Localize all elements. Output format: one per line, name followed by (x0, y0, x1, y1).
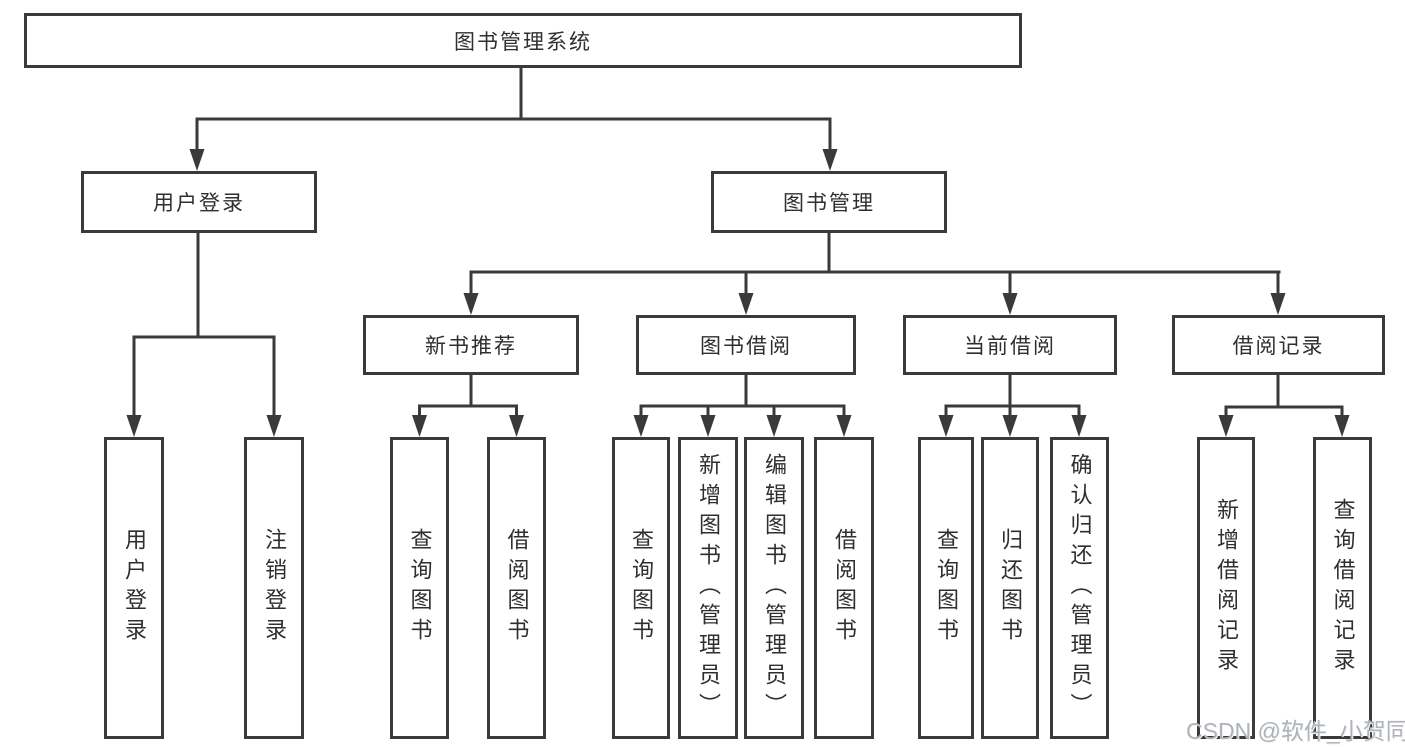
watermark: CSDN @软件_小贺同学 (1186, 718, 1405, 744)
arrow-down-icon (738, 293, 754, 315)
leaf-recommend-query-books-label: 查询图书 (407, 528, 433, 648)
node-current-borrowing: 当前借阅 (903, 315, 1117, 375)
leaf-borrowing-borrow-books: 借阅图书 (814, 437, 874, 739)
leaf-current-confirm-return-admin-label: 确认归还（管理员） (1067, 453, 1093, 723)
node-borrowing-records-label: 借阅记录 (1232, 335, 1325, 358)
arrow-down-icon (938, 415, 954, 437)
arrow-down-icon (412, 415, 427, 437)
arrow-down-icon (766, 415, 782, 437)
leaf-borrowing-borrow-books-label: 借阅图书 (832, 528, 857, 648)
leaf-current-query-books: 查询图书 (918, 437, 974, 739)
leaf-borrowing-query-books: 查询图书 (612, 437, 670, 739)
arrow-down-icon (822, 149, 838, 171)
connector-borrowing-records-to-leaves (1218, 375, 1350, 437)
leaf-records-add-record-label: 新增借阅记录 (1214, 498, 1239, 678)
arrow-down-icon (509, 415, 524, 437)
arrow-down-icon (1334, 415, 1350, 437)
arrow-down-icon (1218, 415, 1234, 437)
node-root: 图书管理系统 (24, 13, 1022, 68)
leaf-borrowing-edit-books-admin: 编辑图书（管理员） (744, 437, 804, 739)
arrow-down-icon (1270, 293, 1286, 315)
leaf-user-login: 用户登录 (104, 437, 164, 739)
arrow-down-icon (1071, 415, 1087, 437)
arrow-down-icon (1002, 415, 1018, 437)
node-user-login-label: 用户登录 (153, 192, 245, 215)
connector-current-borrowing-to-leaves (938, 375, 1087, 437)
leaf-current-query-books-label: 查询图书 (934, 528, 959, 648)
node-book-borrowing: 图书借阅 (636, 315, 856, 375)
connector-user-login-to-leaves (126, 233, 282, 437)
leaf-recommend-borrow-books: 借阅图书 (487, 437, 546, 739)
leaf-borrowing-query-books-label: 查询图书 (629, 528, 654, 648)
leaf-borrowing-add-books-admin-label: 新增图书（管理员） (696, 453, 721, 723)
node-user-login: 用户登录 (81, 171, 317, 233)
leaf-borrowing-edit-books-admin-label: 编辑图书（管理员） (762, 453, 787, 723)
leaf-current-return-books: 归还图书 (981, 437, 1039, 739)
leaf-logout-login-label: 注销登录 (262, 528, 287, 648)
node-new-book-recommend: 新书推荐 (363, 315, 579, 375)
connector-book-management-to-level3 (463, 233, 1286, 315)
leaf-records-query-record-label: 查询借阅记录 (1330, 498, 1356, 678)
node-book-borrowing-label: 图书借阅 (700, 335, 792, 358)
arrow-down-icon (126, 415, 142, 437)
leaf-borrowing-add-books-admin: 新增图书（管理员） (678, 437, 738, 739)
node-book-management: 图书管理 (711, 171, 947, 233)
leaf-recommend-query-books: 查询图书 (390, 437, 449, 739)
leaf-current-return-books-label: 归还图书 (998, 528, 1023, 648)
arrow-down-icon (836, 415, 852, 437)
leaf-records-query-record: 查询借阅记录 (1313, 437, 1372, 739)
connector-new-book-recommend-to-leaves (412, 375, 524, 437)
arrow-down-icon (463, 293, 479, 315)
node-root-label: 图书管理系统 (454, 30, 592, 54)
leaf-user-login-label: 用户登录 (122, 528, 147, 648)
arrow-down-icon (633, 415, 649, 437)
node-borrowing-records: 借阅记录 (1172, 315, 1385, 375)
arrow-down-icon (700, 415, 716, 437)
node-new-book-recommend-label: 新书推荐 (425, 335, 517, 358)
node-book-management-label: 图书管理 (783, 192, 875, 215)
leaf-recommend-borrow-books-label: 借阅图书 (504, 528, 530, 648)
connector-book-borrowing-to-leaves (633, 375, 852, 437)
connector-root-to-level2 (189, 68, 838, 171)
arrow-down-icon (189, 149, 205, 171)
node-current-borrowing-label: 当前借阅 (964, 335, 1056, 358)
leaf-logout-login: 注销登录 (244, 437, 304, 739)
leaf-current-confirm-return-admin: 确认归还（管理员） (1050, 437, 1109, 739)
leaf-records-add-record: 新增借阅记录 (1197, 437, 1255, 739)
arrow-down-icon (266, 415, 282, 437)
arrow-down-icon (1002, 293, 1018, 315)
